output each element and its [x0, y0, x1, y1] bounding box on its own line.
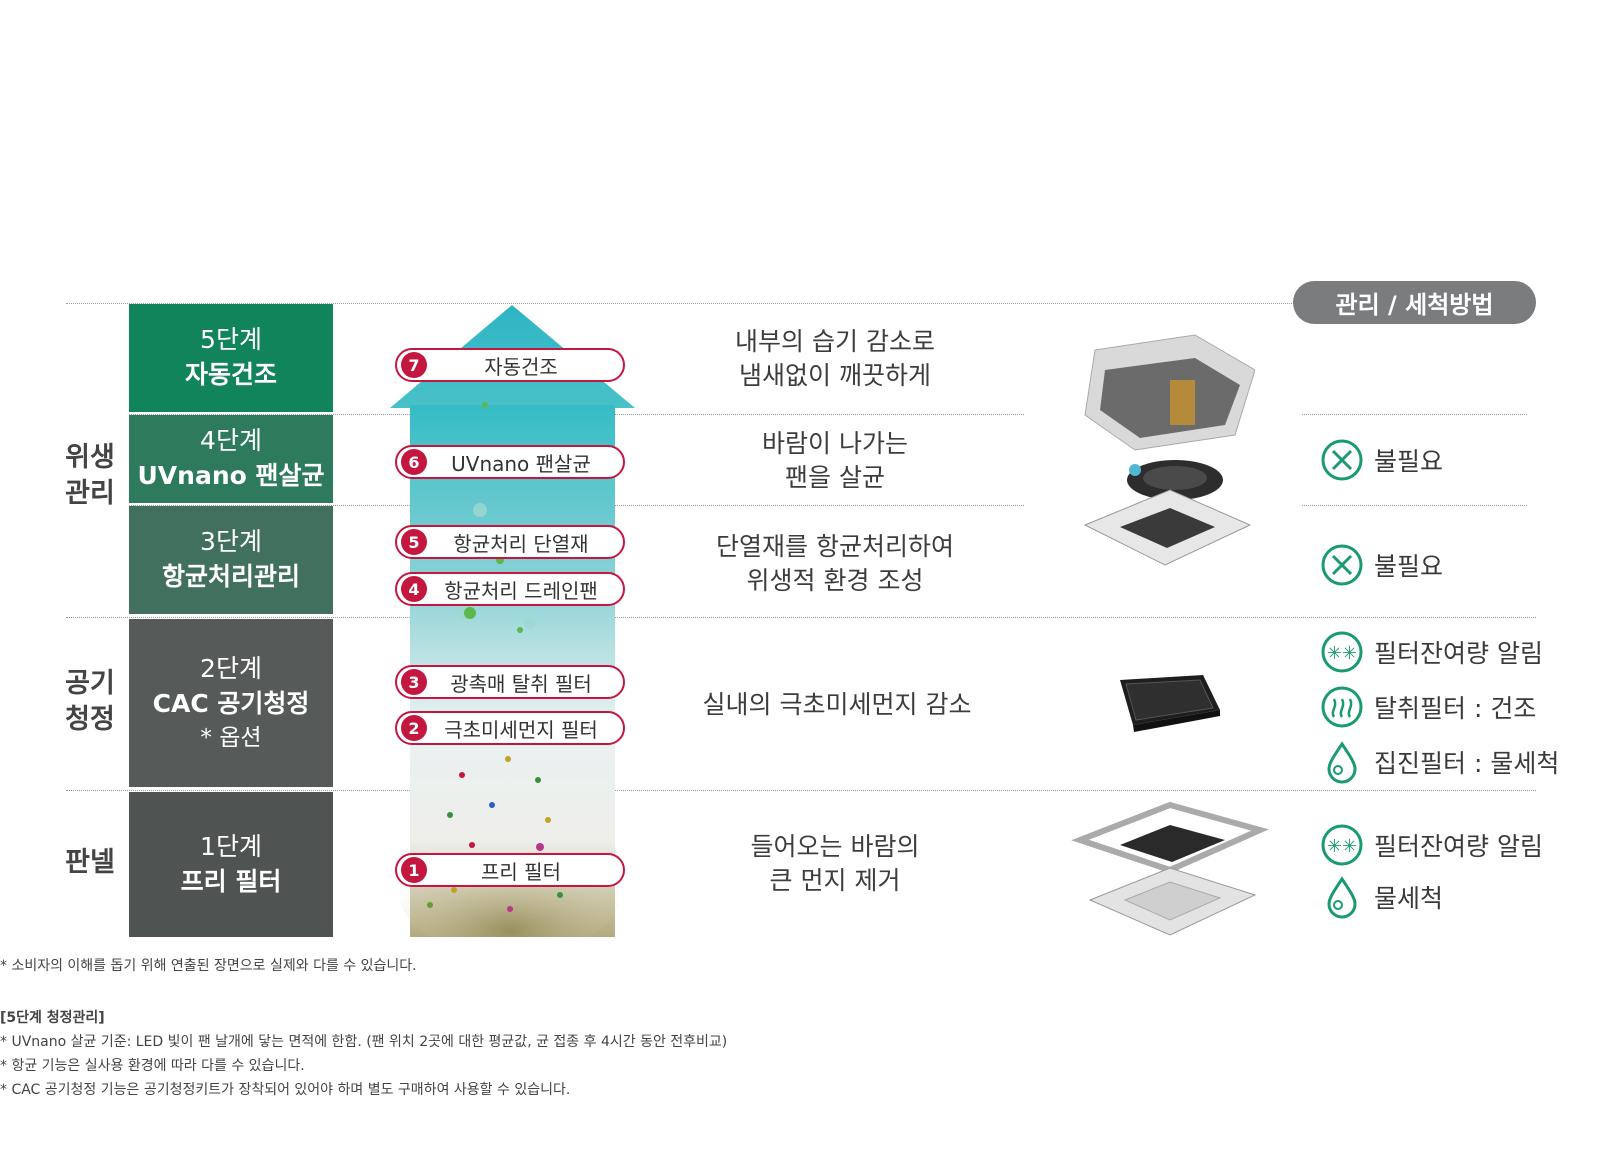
stage-3-box: 3단계 항균처리관리	[129, 506, 333, 614]
row-separator	[66, 617, 1536, 618]
step-number-badge: 2	[401, 715, 427, 741]
panel-prefilter-image	[1070, 800, 1270, 940]
airflow-arrow-graphic	[390, 305, 635, 955]
management-item: 불필요	[1320, 543, 1443, 587]
row-separator	[1302, 505, 1527, 506]
water-drop-icon	[1327, 741, 1357, 784]
stage-2-description: 실내의 극초미세먼지 감소	[702, 690, 972, 719]
stage-4-description: 바람이 나가는 팬을 살균	[762, 429, 908, 492]
note-line: * CAC 공기청정 기능은 공기청정키트가 장착되어 있어야 하며 별도 구매…	[0, 1082, 571, 1098]
disclaimer-note: * 소비자의 이해를 돕기 위해 연출된 장면으로 실제와 다를 수 있습니다.	[0, 958, 417, 974]
step-3-pill: 3 광촉매 탈취 필터	[395, 665, 625, 699]
step-label: 극초미세먼지 필터	[444, 717, 598, 742]
step-label: UVnano 팬살균	[451, 451, 591, 476]
stage-1-description: 들어오는 바람의 큰 먼지 제거	[750, 832, 920, 895]
svg-text:✳✳: ✳✳	[1327, 643, 1357, 664]
air-purify-filter-image	[1108, 670, 1228, 740]
step-number-badge: 5	[401, 529, 427, 555]
row-separator	[1302, 414, 1527, 415]
step-label: 자동건조	[484, 354, 558, 379]
management-item: ✳✳ 필터잔여량 알림	[1320, 630, 1543, 674]
management-item: ✳✳ 필터잔여량 알림	[1320, 823, 1543, 867]
note-line: * UVnano 살균 기준: LED 빛이 팬 날개에 닿는 면적에 한함. …	[0, 1034, 728, 1050]
management-header: 관리 / 세척방법	[1293, 281, 1536, 324]
step-number-badge: 6	[401, 449, 427, 475]
x-circle-icon	[1321, 544, 1363, 586]
row-separator	[66, 790, 1536, 791]
filter-alert-icon: ✳✳	[1321, 631, 1363, 673]
stage-1-box: 1단계 프리 필터	[129, 792, 333, 937]
category-air-purify: 공기 청정	[65, 668, 115, 735]
management-item: 불필요	[1320, 438, 1443, 482]
row-separator	[66, 303, 1296, 304]
deodorize-icon	[1321, 686, 1363, 728]
x-circle-icon	[1321, 439, 1363, 481]
stage-5-description: 내부의 습기 감소로 냄새없이 깨끗하게	[735, 327, 935, 390]
filter-alert-icon: ✳✳	[1321, 824, 1363, 866]
stage-2-box: 2단계 CAC 공기청정 * 옵션	[129, 619, 333, 787]
step-number-badge: 7	[401, 352, 427, 378]
stage-3-description: 단열재를 항균처리하여 위생적 환경 조성	[716, 532, 954, 595]
notes-title: [5단계 청정관리]	[0, 1010, 105, 1026]
step-6-pill: 6 UVnano 팬살균	[395, 445, 625, 479]
category-panel: 판넬	[65, 847, 115, 878]
step-number-badge: 1	[401, 857, 427, 883]
stage-4-box: 4단계 UVnano 팬살균	[129, 415, 333, 503]
step-number-badge: 3	[401, 669, 427, 695]
category-hygiene: 위생 관리	[65, 442, 115, 509]
management-item: 물세척	[1320, 875, 1443, 919]
svg-text:✳✳: ✳✳	[1327, 836, 1357, 857]
step-label: 항균처리 드레인팬	[444, 578, 598, 603]
step-number-badge: 4	[401, 576, 427, 602]
step-1-pill: 1 프리 필터	[395, 853, 625, 887]
cassette-unit-exploded-image	[1075, 330, 1256, 570]
stage-5-box: 5단계 자동건조	[129, 304, 333, 412]
management-item: 집진필터 : 물세척	[1320, 740, 1559, 784]
step-2-pill: 2 극초미세먼지 필터	[395, 711, 625, 745]
step-label: 항균처리 단열재	[453, 531, 589, 556]
step-label: 프리 필터	[481, 859, 561, 884]
water-drop-icon	[1327, 876, 1357, 919]
step-label: 광촉매 탈취 필터	[450, 671, 592, 696]
management-item: 탈취필터 : 건조	[1320, 685, 1536, 729]
step-7-pill: 7 자동건조	[395, 348, 625, 382]
step-4-pill: 4 항균처리 드레인팬	[395, 572, 625, 606]
note-line: * 항균 기능은 실사용 환경에 따라 다를 수 있습니다.	[0, 1058, 305, 1074]
step-5-pill: 5 항균처리 단열재	[395, 525, 625, 559]
airflow-arrow	[390, 305, 635, 955]
